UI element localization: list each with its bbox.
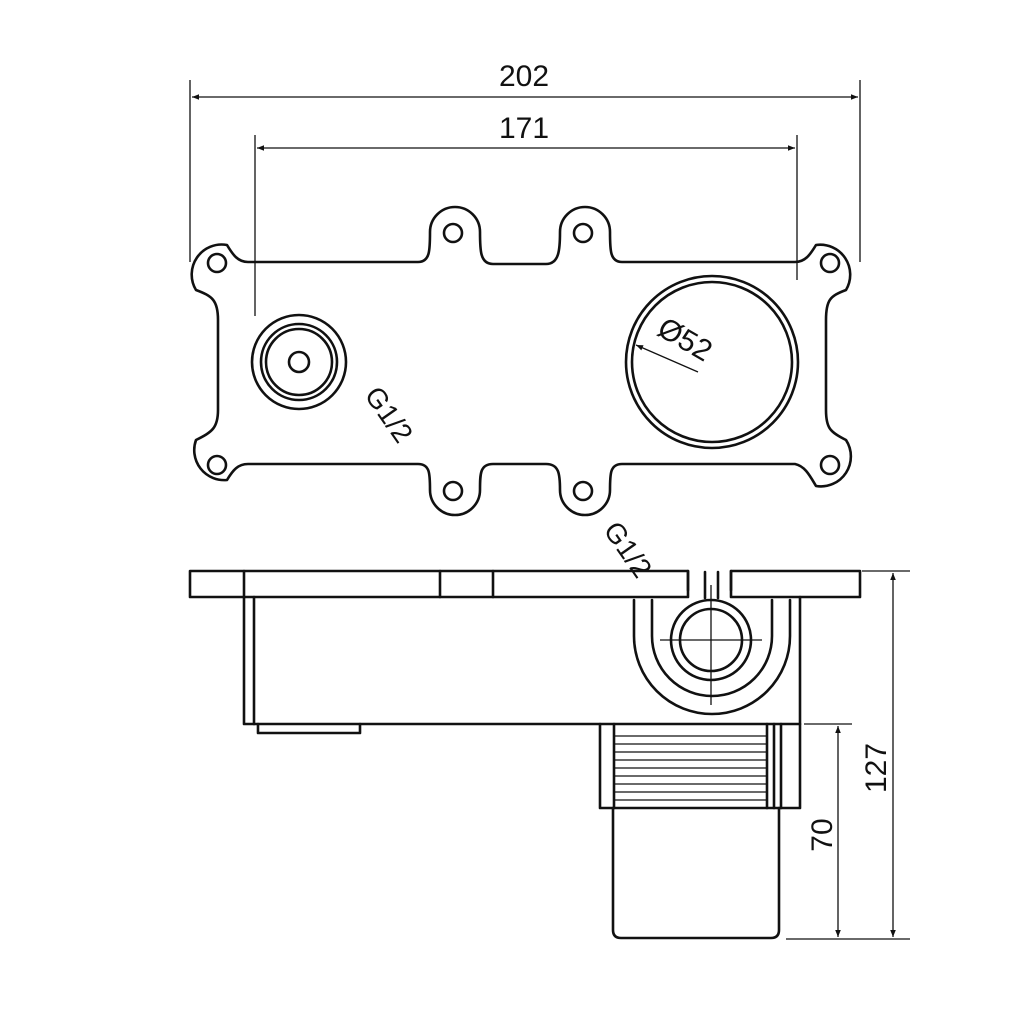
port-housing (632, 598, 792, 716)
valve-body (242, 595, 802, 726)
mounting-hole-right-bottom (819, 454, 841, 476)
sleeve-depth-label: 70 (806, 818, 839, 851)
mounting-hole-left-top (206, 252, 228, 274)
diameter-leader (635, 344, 699, 373)
overall-width-label: 202 (499, 60, 549, 93)
thread-label-left: G1/2 (359, 381, 419, 449)
small-port (250, 313, 348, 411)
threaded-sleeve (598, 722, 802, 810)
body-foot (256, 722, 362, 735)
side-view: 127 70 (188, 569, 910, 940)
mounting-plate-outline (190, 205, 853, 517)
depth-dimension: 127 (786, 570, 910, 940)
spacing-dimension: 171 (254, 112, 798, 316)
lower-cylinder (611, 806, 781, 940)
mounting-hole-top-left (442, 222, 464, 244)
flange-plate (188, 569, 690, 599)
hole-spacing-label: 171 (499, 112, 549, 145)
mounting-hole-top-right (572, 222, 594, 244)
large-opening (624, 274, 800, 450)
width-dimension: 202 (189, 60, 861, 262)
thread-label-bottom: G1/2 (598, 516, 658, 584)
mounting-hole-bottom-left (442, 480, 464, 502)
mounting-hole-bottom-right (572, 480, 594, 502)
sleeve-dimension: 70 (804, 723, 852, 937)
diameter-label: Ø52 (652, 311, 718, 368)
mounting-hole-right-top (819, 252, 841, 274)
front-view: Ø52 G1/2 G1/2 202 171 (189, 60, 861, 584)
mounting-hole-left-bottom (206, 454, 228, 476)
total-depth-label: 127 (860, 743, 893, 793)
